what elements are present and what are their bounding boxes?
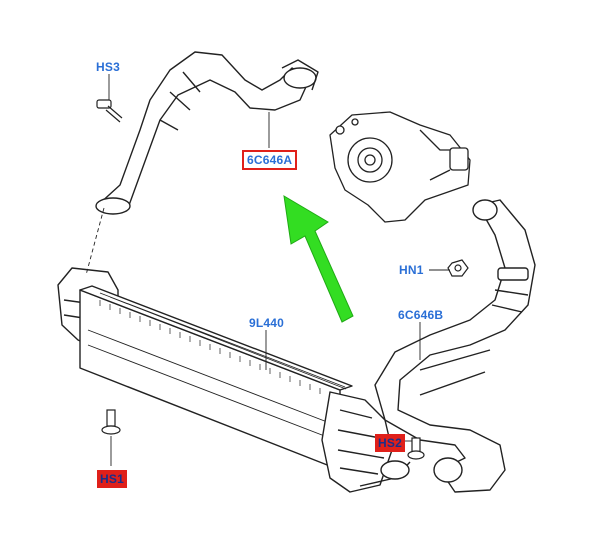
upper-hose-part — [95, 51, 319, 215]
bolt-hs1 — [101, 409, 121, 435]
label-6c646a: 6C646A — [242, 150, 298, 170]
turbocharger-part — [329, 111, 471, 223]
label-hn1: HN1 — [399, 263, 424, 277]
nut-hn1 — [447, 259, 469, 277]
label-hs3: HS3 — [96, 60, 120, 74]
lower-hose-part — [374, 199, 536, 493]
intercooler-part — [57, 267, 411, 493]
bolt-hs3 — [96, 99, 123, 123]
green-arrow-icon — [283, 195, 354, 323]
label-6c646b: 6C646B — [398, 308, 444, 322]
label-hs2: HS2 — [375, 434, 405, 452]
bolt-hs2 — [407, 437, 425, 460]
label-hs1: HS1 — [97, 470, 127, 488]
label-9l440: 9L440 — [249, 316, 285, 330]
leader-lines — [85, 74, 450, 466]
